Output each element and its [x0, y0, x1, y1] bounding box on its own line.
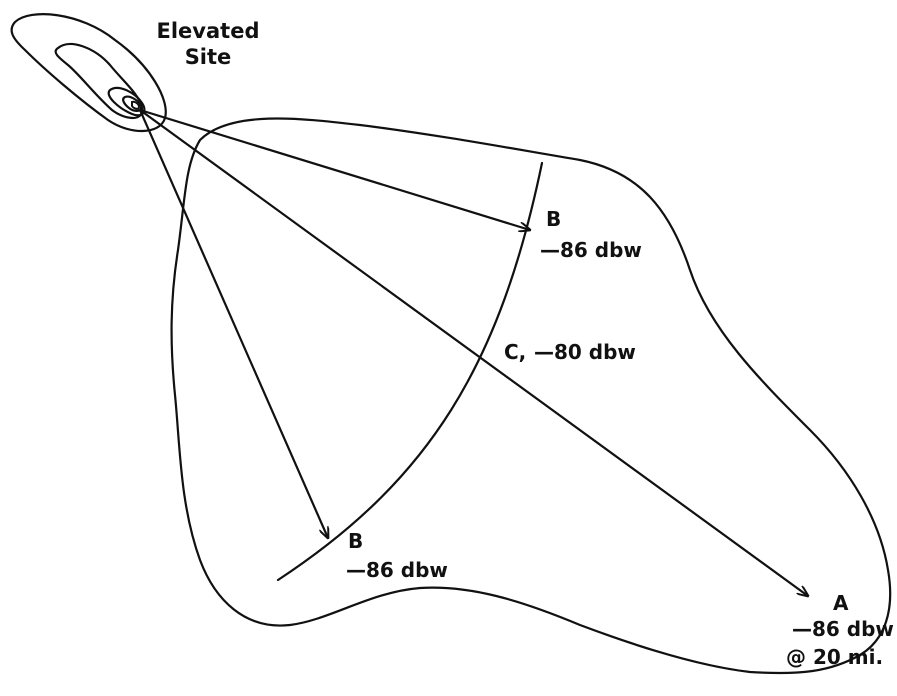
site-contour-peak: [131, 100, 141, 110]
site-contour-outer: [10, 13, 167, 133]
site-label-line2: Site: [185, 45, 232, 69]
field-strength-arc: [276, 161, 544, 582]
point-b-upper-letter: B: [546, 207, 561, 231]
point-a-value: —86 dbw: [792, 617, 894, 641]
radial-to-a: [138, 108, 808, 596]
site-contour-core: [122, 95, 143, 112]
point-a-letter: A: [833, 591, 849, 615]
site-label-line1: Elevated: [157, 19, 260, 43]
radial-to-b-lower: [138, 108, 328, 538]
point-b-upper-value: —86 dbw: [540, 238, 642, 262]
site-contour-middle: [54, 43, 144, 120]
coverage-area-outline: [170, 117, 892, 675]
point-b-lower-value: —86 dbw: [346, 558, 448, 582]
point-c-letter: C,: [504, 340, 526, 364]
point-c-value: —80 dbw: [534, 340, 636, 364]
radial-to-b-upper: [138, 108, 530, 230]
point-a-distance: @ 20 mi.: [786, 645, 883, 669]
point-b-lower-letter: B: [348, 529, 363, 553]
